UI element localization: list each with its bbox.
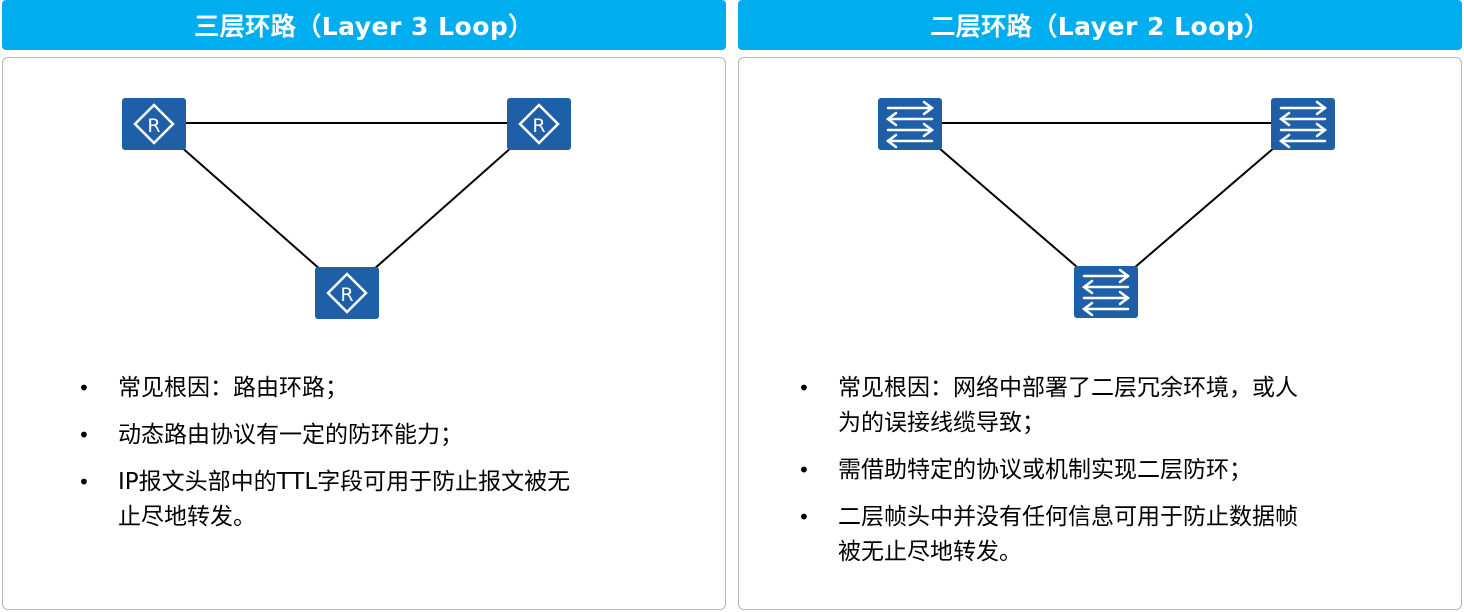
list-item: 常见根因：网络中部署了二层冗余环境，或人为的误接线缆导致； — [798, 371, 1318, 441]
list-item: 常见根因：路由环路； — [78, 371, 578, 406]
left-panel-title-text: 三层环路（Layer 3 Loop） — [194, 12, 534, 41]
layer3-links — [153, 122, 540, 294]
switch-icon — [878, 98, 942, 150]
right-panel-title: 二层环路（Layer 2 Loop） — [738, 0, 1462, 50]
router-label: R — [147, 115, 160, 137]
switch-icon — [1271, 98, 1335, 150]
router-label: R — [340, 284, 353, 306]
router-label: R — [532, 115, 545, 137]
list-item: 二层帧头中并没有任何信息可用于防止数据帧被无止尽地转发。 — [798, 500, 1318, 570]
list-item: 动态路由协议有一定的防环能力； — [78, 418, 578, 453]
left-bullet-list: 常见根因：路由环路； 动态路由协议有一定的防环能力； IP报文头部中的TTL字段… — [78, 371, 578, 547]
link-switch-top-right-to-bottom — [1105, 122, 1304, 293]
layer2-links — [909, 122, 1304, 293]
right-panel-title-text: 二层环路（Layer 2 Loop） — [930, 12, 1270, 41]
router-icon: R — [315, 267, 379, 319]
list-item: 需借助特定的协议或机制实现二层防环； — [798, 453, 1318, 488]
router-icon: R — [507, 98, 571, 150]
router-icon: R — [122, 98, 186, 150]
switch-icon — [1074, 266, 1138, 318]
link-router-top-left-to-bottom — [153, 122, 348, 294]
right-bullet-list: 常见根因：网络中部署了二层冗余环境，或人为的误接线缆导致； 需借助特定的协议或机… — [798, 371, 1318, 582]
left-panel-title: 三层环路（Layer 3 Loop） — [2, 0, 726, 50]
link-router-top-right-to-bottom — [346, 122, 540, 294]
list-item: IP报文头部中的TTL字段可用于防止报文被无止尽地转发。 — [78, 465, 578, 535]
link-switch-top-left-to-bottom — [909, 122, 1107, 293]
